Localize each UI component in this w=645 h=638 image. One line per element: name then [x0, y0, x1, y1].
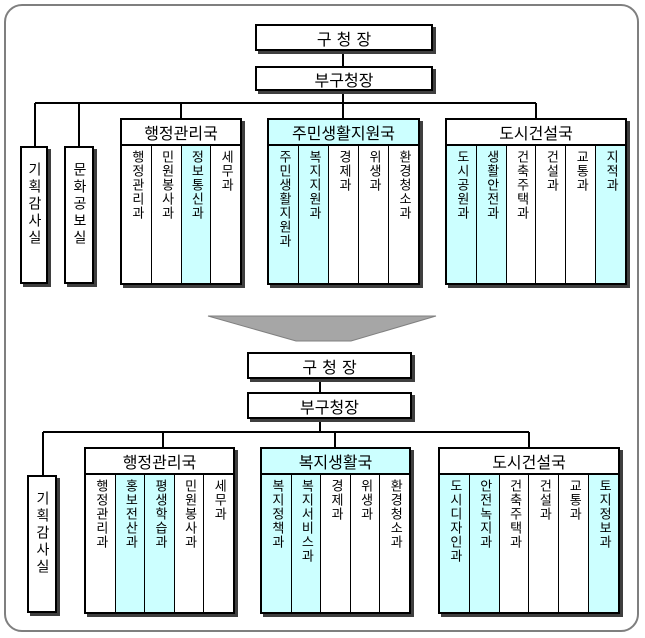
unit-label: 교통과: [573, 150, 589, 192]
top-deputy-label: 부구청장: [314, 70, 374, 90]
unit-label: 위생과: [366, 150, 381, 192]
top-dept-1-unit-1: 복지지원과: [299, 146, 329, 283]
unit-label: 세무과: [218, 150, 234, 192]
top-staff-1: 문화공보실: [64, 146, 94, 284]
unit-label: 경제과: [327, 479, 343, 521]
bottom-dept-0-title: 행정관리국: [86, 449, 233, 475]
bottom-dept-2-title: 도시건설국: [440, 449, 618, 475]
bottom-staff-0: 기획감사실: [27, 475, 57, 613]
bottom-dept-1-unit-2: 경제과: [321, 475, 351, 612]
unit-label: 안전녹지과: [476, 479, 492, 549]
top-dept-0-title: 행정관리국: [122, 120, 240, 146]
top-staff-0: 기획감사실: [20, 146, 48, 284]
unit-label: 환경청소과: [396, 150, 411, 220]
unit-label: 행정관리과: [92, 479, 108, 549]
bottom-dept-0-unit-4: 세무과: [204, 475, 233, 612]
unit-label: 세무과: [211, 479, 227, 521]
bottom-dept-2-unit-3: 건설과: [529, 475, 560, 612]
top-dept-0: 행정관리국 행정관리과 민원봉사과 정보통신과 세무과: [120, 118, 242, 285]
unit-label: 행정관리과: [128, 150, 144, 220]
unit-label: 건설과: [536, 479, 552, 521]
unit-label: 경제과: [336, 150, 351, 192]
bottom-dept-1-unit-4: 환경청소과: [380, 475, 409, 612]
top-dept-1-unit-3: 위생과: [359, 146, 389, 283]
top-dept-2-unit-3: 건설과: [536, 146, 567, 283]
bottom-staff-0-label: 기획감사실: [34, 491, 50, 576]
top-dept-1-unit-0: 주민생활지원과: [269, 146, 299, 283]
bottom-dept-2: 도시건설국 도시디자인과 안전녹지과 건축주택과 건설과 교통과 토지정보과: [438, 447, 620, 614]
bottom-deputy-box: 부구청장: [247, 392, 412, 419]
unit-label: 건축주택과: [506, 479, 522, 549]
bottom-dept-2-unit-5: 토지정보과: [589, 475, 618, 612]
bottom-dept-1-title: 복지생활국: [262, 449, 409, 475]
bottom-dept-0-unit-1: 홍보전산과: [115, 475, 146, 612]
bottom-head-box: 구 청 장: [247, 352, 412, 379]
bottom-dept-0: 행정관리국 행정관리과 홍보전산과 평생학습과 민원봉사과 세무과: [84, 447, 235, 614]
top-dept-0-unit-1: 민원봉사과: [152, 146, 182, 283]
top-dept-1: 주민생활지원국 주민생활지원과 복지지원과 경제과 위생과 환경청소과: [267, 118, 420, 285]
top-dept-0-unit-3: 세무과: [211, 146, 240, 283]
unit-label: 위생과: [357, 479, 373, 521]
unit-label: 생활안전과: [483, 150, 499, 220]
unit-label: 건축주택과: [513, 150, 529, 220]
top-staff-1-label: 문화공보실: [71, 162, 87, 247]
top-dept-1-title: 주민생활지원국: [269, 120, 418, 146]
top-deputy-box: 부구청장: [255, 66, 433, 91]
bottom-dept-1-unit-3: 위생과: [351, 475, 381, 612]
bottom-dept-2-unit-0: 도시디자인과: [440, 475, 470, 612]
bottom-dept-2-unit-2: 건축주택과: [500, 475, 530, 612]
unit-label: 환경청소과: [387, 479, 403, 549]
unit-label: 홍보전산과: [122, 479, 138, 549]
top-dept-2: 도시건설국 도시공원과 생활안전과 건축주택과 건설과 교통과 지적과: [445, 118, 627, 285]
top-dept-2-unit-5: 지적과: [596, 146, 625, 283]
top-dept-2-unit-0: 도시공원과: [447, 146, 477, 283]
unit-label: 복지지원과: [306, 150, 321, 220]
top-dept-2-unit-1: 생활안전과: [476, 146, 507, 283]
unit-label: 도시공원과: [453, 150, 469, 220]
top-dept-0-unit-2: 정보통신과: [181, 146, 212, 283]
bottom-dept-0-unit-3: 민원봉사과: [175, 475, 205, 612]
bottom-dept-2-unit-1: 안전녹지과: [469, 475, 500, 612]
top-dept-2-title: 도시건설국: [447, 120, 625, 146]
unit-label: 건설과: [543, 150, 559, 192]
top-dept-1-unit-2: 경제과: [329, 146, 359, 283]
unit-label: 복지정책과: [268, 479, 284, 549]
bottom-head-label: 구 청 장: [302, 357, 357, 377]
unit-label: 민원봉사과: [181, 479, 197, 549]
bottom-dept-0-unit-2: 평생학습과: [145, 475, 175, 612]
unit-label: 민원봉사과: [158, 150, 174, 220]
unit-label: 정보통신과: [188, 150, 204, 220]
top-head-box: 구 청 장: [255, 24, 433, 51]
top-staff-0-label: 기획감사실: [26, 162, 42, 247]
top-dept-2-unit-4: 교통과: [566, 146, 597, 283]
bottom-dept-0-unit-0: 행정관리과: [86, 475, 116, 612]
bottom-dept-1-unit-0: 복지정책과: [262, 475, 292, 612]
bottom-deputy-label: 부구청장: [300, 397, 359, 417]
unit-label: 교통과: [566, 479, 582, 521]
bottom-dept-2-unit-4: 교통과: [559, 475, 590, 612]
bottom-dept-1-unit-1: 복지서비스과: [291, 475, 322, 612]
bottom-dept-1: 복지생활국 복지정책과 복지서비스과 경제과 위생과 환경청소과: [260, 447, 411, 614]
unit-label: 복지서비스과: [298, 479, 314, 563]
unit-label: 지적과: [603, 150, 619, 192]
unit-label: 도시디자인과: [446, 479, 462, 563]
top-dept-1-unit-4: 환경청소과: [389, 146, 418, 283]
top-dept-0-unit-0: 행정관리과: [122, 146, 152, 283]
unit-label: 주민생활지원과: [276, 150, 291, 248]
top-dept-2-unit-2: 건축주택과: [507, 146, 537, 283]
unit-label: 토지정보과: [596, 479, 612, 549]
top-head-label: 구 청 장: [316, 29, 372, 49]
unit-label: 평생학습과: [151, 479, 167, 549]
